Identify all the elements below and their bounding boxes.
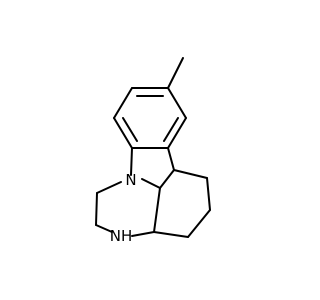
bond-c3a-c3b xyxy=(167,147,175,171)
bond-c5-c6 xyxy=(187,209,211,238)
bond-n-c9a xyxy=(141,178,161,189)
bond-c2-nh xyxy=(95,224,113,233)
bond-benzene-5-inner xyxy=(163,117,179,142)
atom-n-indole: N xyxy=(125,171,136,189)
bond-c4-c5 xyxy=(206,177,211,211)
bond-c3a-c4 xyxy=(173,169,208,179)
bond-nh-c6a xyxy=(131,231,155,237)
bonds xyxy=(95,57,211,238)
structure-diagram: N NH xyxy=(95,57,211,245)
bond-benzene-3 xyxy=(113,117,133,149)
atom-nh-amine: NH xyxy=(110,227,133,245)
bond-benzene-6 xyxy=(167,87,187,119)
bond-n-c1 xyxy=(96,181,122,194)
bond-benzene-2 xyxy=(113,87,133,119)
bond-c9a-c3a xyxy=(159,169,175,189)
bond-c1-c2 xyxy=(95,192,98,226)
bond-c6a-c9a xyxy=(153,187,161,233)
molecule-svg: N NH xyxy=(95,57,211,245)
bond-c7a-n xyxy=(130,147,133,176)
atom-labels: N NH xyxy=(110,171,137,245)
bond-benzene-5 xyxy=(167,117,187,149)
bond-c6-c6a xyxy=(153,231,189,238)
bond-benzene-3-inner xyxy=(122,117,138,142)
bond-methyl xyxy=(167,57,184,89)
